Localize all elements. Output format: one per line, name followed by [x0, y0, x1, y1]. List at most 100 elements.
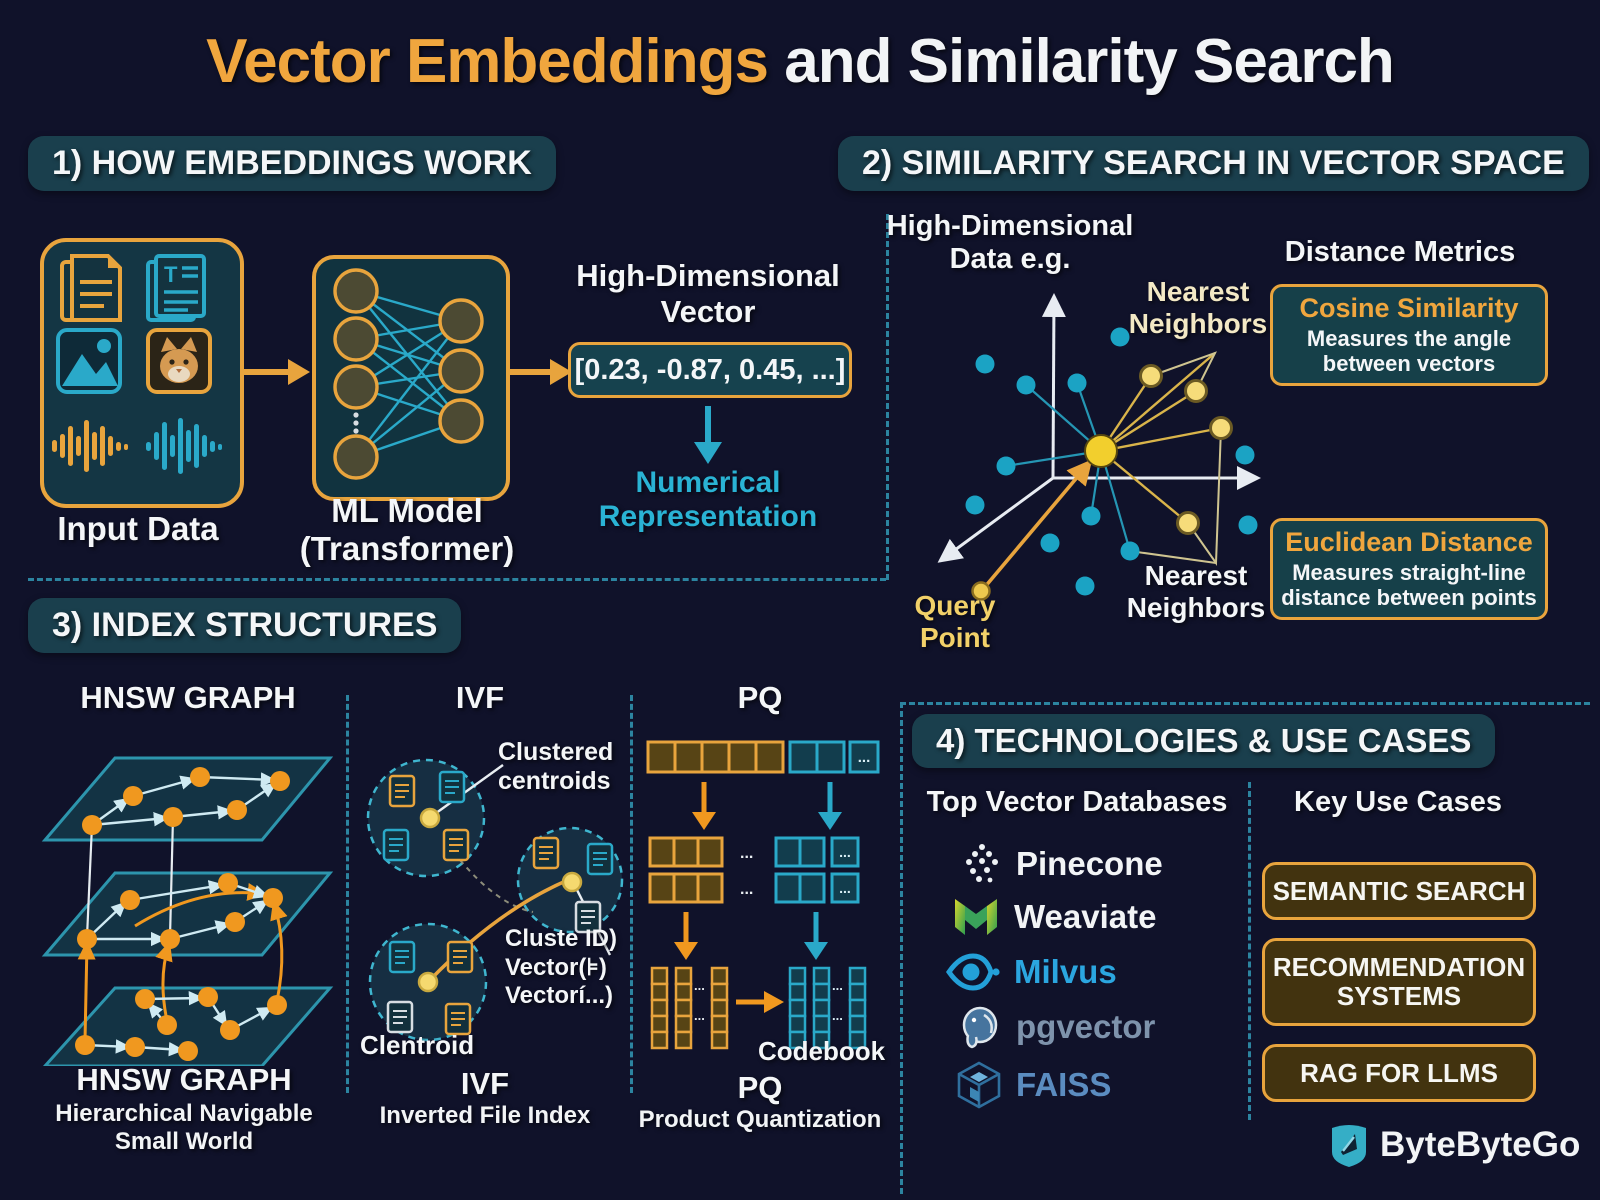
bytebytego-logo-icon [1332, 1125, 1366, 1167]
ivf-diagram [366, 758, 624, 1042]
divider-section1-bottom [28, 578, 886, 581]
db-row-pinecone: Pinecone [962, 840, 1163, 888]
hnsw-nodes [75, 767, 290, 1061]
euclidean-distance-card: Euclidean Distance Measures straight-lin… [1270, 518, 1548, 620]
clustered-centroids-label: Clustered centroids [498, 738, 614, 795]
pq-ellipsis-2: ... [740, 845, 753, 862]
nn-top-line2: Neighbors [1128, 308, 1268, 339]
pq-caption: PQ Product Quantization [620, 1070, 900, 1134]
pq-codes-blue [788, 966, 867, 1050]
hd-vector-title-line1: High-Dimensional [576, 258, 840, 293]
data-points [965, 327, 1258, 596]
query-point [971, 581, 991, 601]
cosine-body: Measures the angle between vectors [1306, 326, 1512, 377]
db-label: Pinecone [1016, 845, 1163, 882]
pq-caption-sub: Product Quantization [638, 1106, 882, 1133]
ivf-centroid-dots [417, 807, 583, 993]
page-title: Vector Embeddings and Similarity Search [0, 26, 1600, 97]
cosine-title: Cosine Similarity [1299, 293, 1519, 323]
cosine-similarity-card: Cosine Similarity Measures the angle bet… [1270, 284, 1548, 386]
input-data-icons: T [52, 254, 222, 474]
codebook-label: Codebook [758, 1036, 886, 1066]
euclidean-title: Euclidean Distance [1285, 527, 1533, 557]
hnsw-caption: HNSW GRAPH Hierarchical Navigable Small … [8, 1062, 360, 1155]
vector-value-box: [0.23, -0.87, 0.45, ...] [568, 342, 852, 398]
ivf-caption-sub: Inverted File Index [379, 1102, 591, 1129]
pq-title: PQ [737, 680, 783, 715]
db-row-pgvector: pgvector [958, 1002, 1155, 1052]
center-point [1084, 434, 1118, 468]
pinecone-icon [966, 844, 998, 883]
pq-ellipsis-3: ... [740, 881, 753, 898]
db-row-milvus: Milvus [946, 946, 1117, 998]
usecase-column-title: Key Use Cases [1294, 786, 1502, 818]
ivf-centroid-link [428, 878, 569, 982]
ml-model-line1: ML Model [331, 492, 483, 529]
arrow-vector-to-numeric [694, 406, 722, 464]
hd-data-label: High-Dimensional Data e.g. [878, 210, 1142, 276]
hnsw-caption-title: HNSW GRAPH [76, 1062, 292, 1097]
arrow-input-to-model [242, 359, 310, 385]
divider-db-usecases [1248, 782, 1251, 1120]
neural-network-diagram [333, 268, 484, 480]
audio-waveform-blue-icon [146, 418, 222, 474]
hd-data-line2: Data e.g. [949, 243, 1071, 275]
db-label: pgvector [1016, 1008, 1156, 1045]
cluster-id-label: Cluste ID) Vector(⊧) Vectorí...) [505, 925, 645, 1010]
nn-bottom-line1: Nearest [1144, 560, 1248, 591]
pq-ellipsis-4: ... [839, 844, 851, 860]
audio-waveform-orange-icon [52, 420, 128, 472]
faiss-icon [957, 1061, 1001, 1109]
nearest-neighbor-points [1139, 364, 1233, 535]
ml-model-label: ML Model (Transformer) [282, 492, 532, 568]
hnsw-caption-sub: Hierarchical Navigable Small World [55, 1100, 313, 1155]
pq-ellipsis-5: ... [839, 880, 851, 896]
image-icon [56, 328, 122, 394]
ivf-title: IVF [455, 680, 505, 715]
svg-text:T: T [164, 262, 178, 287]
nn-bottom-line2: Neighbors [1126, 592, 1266, 623]
ml-model-line2: (Transformer) [299, 530, 515, 567]
pq-codes-orange [650, 966, 729, 1050]
nearest-neighbors-bottom-label: Nearest Neighbors [1118, 560, 1274, 624]
usecase-semantic-search: SEMANTIC SEARCH [1262, 862, 1536, 920]
cluster-id-line2: Vector(⊧) [505, 954, 607, 981]
db-label: FAISS [1016, 1066, 1112, 1103]
db-row-weaviate: Weaviate [952, 892, 1156, 942]
centroid-label: Clentroid [360, 1030, 475, 1060]
db-row-faiss: FAISS [956, 1058, 1111, 1112]
pq-ellipsis-8: ... [832, 978, 843, 993]
hnsw-title: HNSW GRAPH [80, 680, 296, 715]
pq-diagram: ... ... ... ... ... ... ... [646, 740, 880, 1050]
nn-top-line1: Nearest [1146, 276, 1250, 307]
pq-ellipsis-6: ... [694, 978, 705, 993]
numerical-representation-label: Numerical Representation [566, 466, 850, 534]
neighbor-hull [1129, 351, 1222, 567]
vertical-ellipsis-dots [353, 412, 359, 434]
section4-header: 4) TECHNOLOGIES & USE CASES [912, 714, 1496, 768]
ivf-cluster1-docs [382, 770, 470, 862]
neighbor-links [1100, 352, 1222, 524]
section2-header: 2) SIMILARITY SEARCH IN VECTOR SPACE [838, 136, 1589, 191]
input-data-box: T [40, 238, 244, 508]
hd-vector-title: High-Dimensional Vector [566, 258, 850, 330]
pq-ellipsis-9: ... [832, 1008, 843, 1023]
db-label: Weaviate [1014, 898, 1157, 935]
query-point-label: Query Point [893, 590, 1017, 654]
distance-metrics-title: Distance Metrics [1284, 236, 1516, 268]
text-document-icon: T [146, 254, 206, 322]
query-arrow [982, 459, 1093, 590]
query-line2: Point [920, 622, 990, 653]
ivf-callout-line1 [431, 764, 504, 817]
euclidean-body: Measures straight-line distance between … [1281, 560, 1537, 611]
vector-space-plot [937, 293, 1261, 601]
brand-footer: ByteByteGo [1328, 1122, 1580, 1168]
ivf-cluster2-docs [532, 836, 614, 934]
cluster-id-line3: Vectorí...) [505, 982, 614, 1009]
db-column-title: Top Vector Databases [926, 786, 1228, 818]
nearest-neighbors-top-label: Nearest Neighbors [1122, 276, 1274, 340]
pq-caption-title: PQ [737, 1070, 783, 1105]
pq-ellipsis-7: ... [694, 1008, 705, 1023]
numeric-line1: Numerical [635, 466, 781, 499]
